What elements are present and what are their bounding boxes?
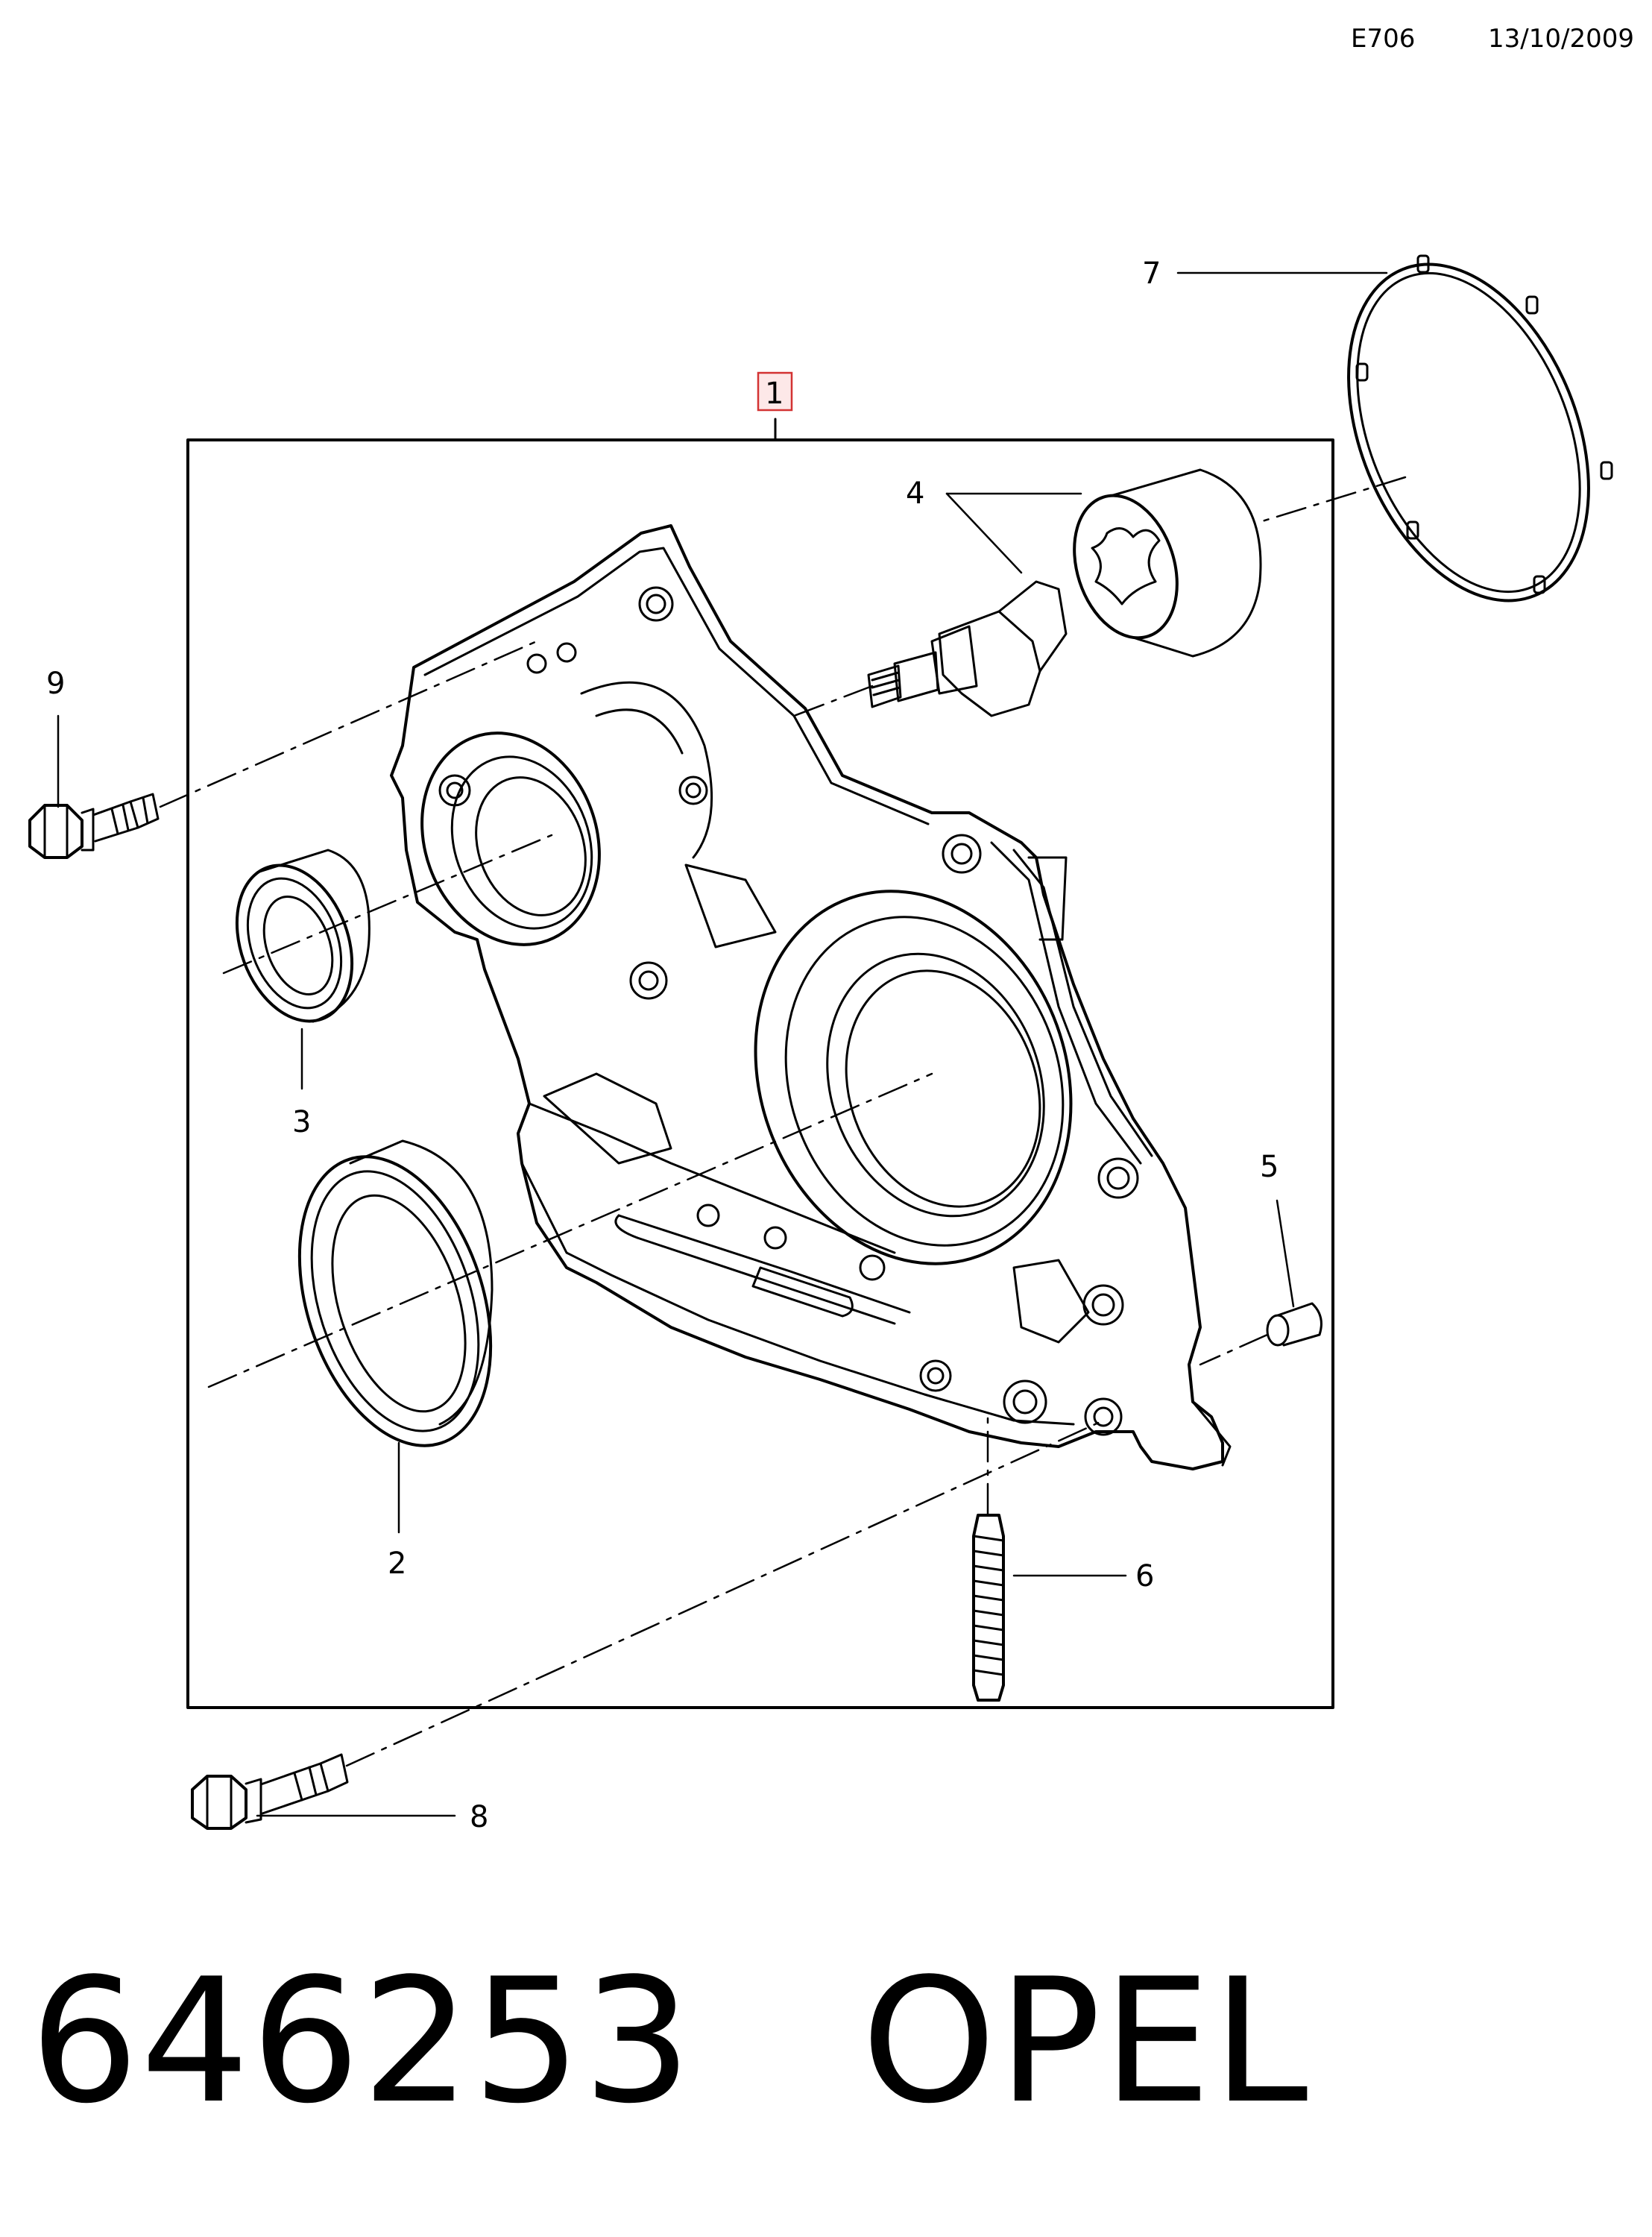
part-7-ring (1347, 254, 1613, 602)
callout-4: 4 (906, 476, 924, 511)
assembly-frame (186, 438, 1334, 1709)
part-9-bolt (28, 793, 160, 859)
brand-name: OPEL (861, 1942, 1310, 2142)
leader-lines (57, 271, 1388, 1817)
part-6-stud (972, 1514, 1005, 1702)
part-8-bolt (191, 1753, 349, 1830)
part-number: 646253 (30, 1942, 693, 2142)
callout-1-box (757, 371, 793, 412)
part-3-seal (235, 849, 371, 1023)
part-2-seal (297, 1139, 494, 1447)
callout-3: 3 (292, 1105, 311, 1139)
front-cover-part (390, 524, 1232, 1470)
diagram-date: 13/10/2009 (1488, 24, 1634, 54)
part-footer: 646253 OPEL (30, 1942, 1310, 2142)
callout-5: 5 (1260, 1150, 1279, 1184)
callout-2: 2 (388, 1547, 406, 1581)
diagram-code: E706 (1351, 24, 1416, 54)
callout-9: 9 (46, 667, 65, 701)
callout-1: 1 (765, 377, 784, 411)
part-5-dowel (1266, 1302, 1322, 1347)
callout-8: 8 (470, 1800, 488, 1834)
callout-7: 7 (1142, 257, 1161, 291)
assembly-axes (159, 476, 1407, 1767)
part-4-pump-rotors (867, 468, 1262, 717)
callout-6: 6 (1135, 1559, 1154, 1593)
